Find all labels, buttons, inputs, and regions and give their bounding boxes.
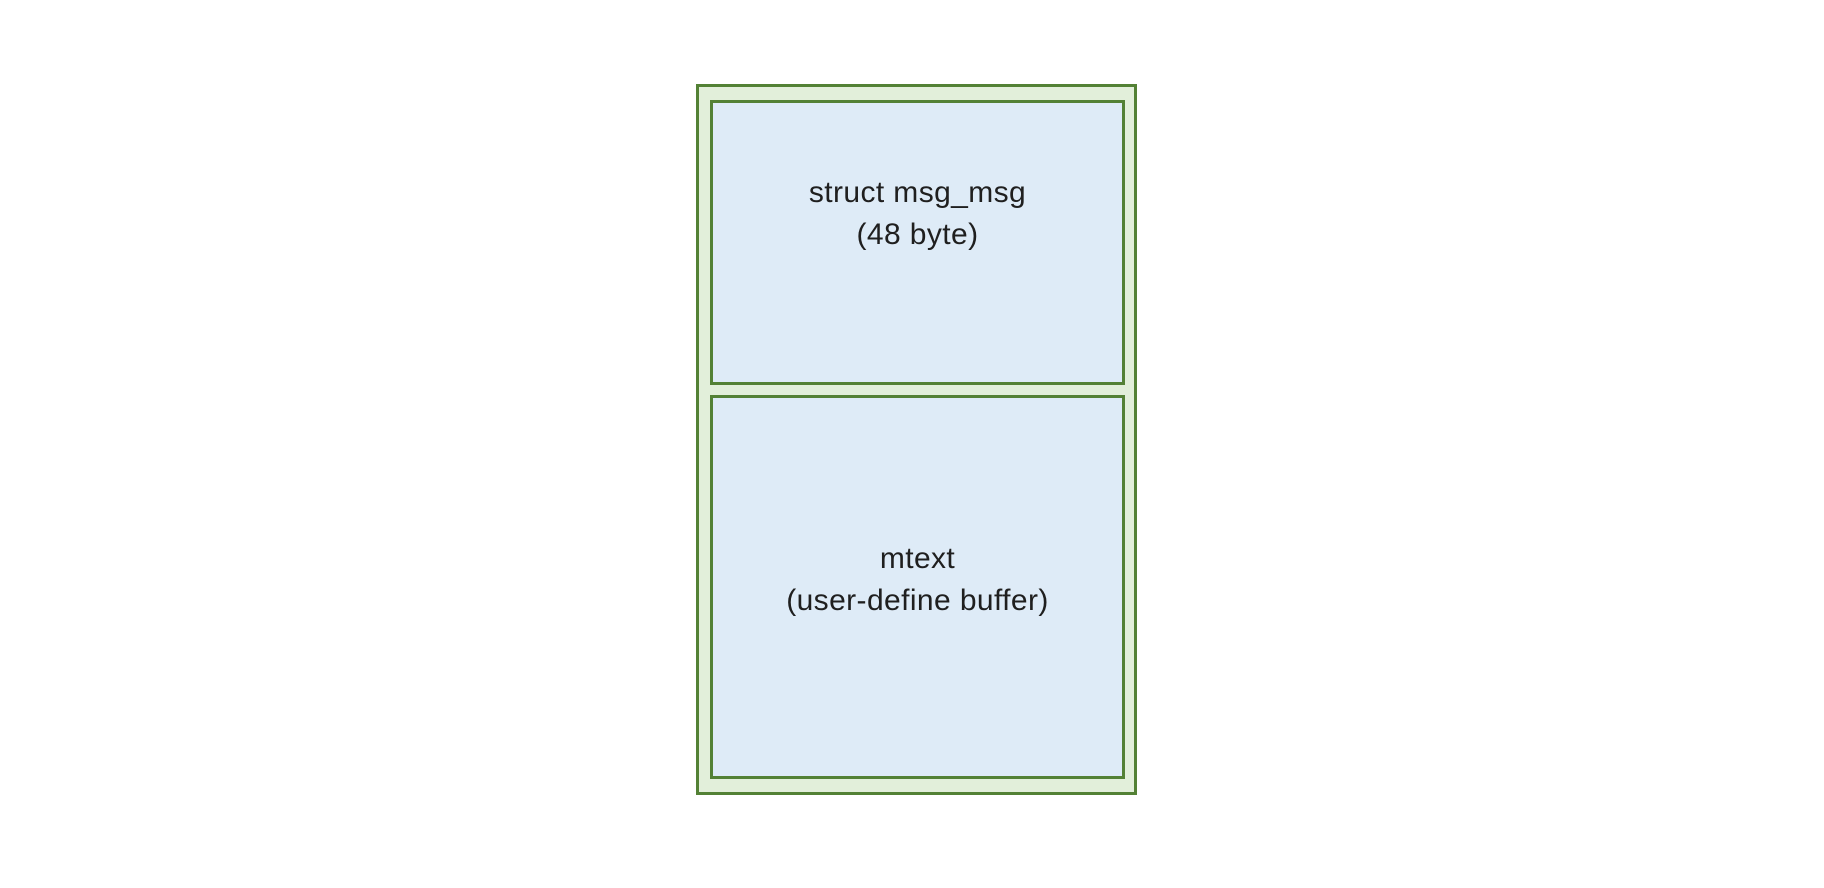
- box-subtitle: (48 byte): [856, 218, 979, 251]
- box-title: mtext: [879, 542, 956, 575]
- box-title: struct msg_msg: [808, 176, 1027, 209]
- struct-msg-msg-label: struct msg_msg (48 byte): [713, 172, 1122, 256]
- struct-msg-msg-box: struct msg_msg (48 byte): [710, 100, 1125, 385]
- mtext-box: mtext (user-define buffer): [710, 395, 1125, 779]
- msg-msg-outer-box: struct msg_msg (48 byte) mtext (user-def…: [696, 84, 1137, 795]
- box-subtitle: (user-define buffer): [786, 584, 1049, 617]
- mtext-label: mtext (user-define buffer): [713, 538, 1122, 622]
